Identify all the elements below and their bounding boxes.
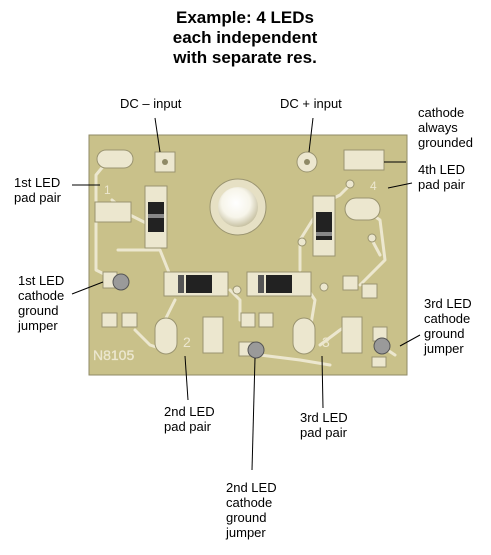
- led4-pad-square: [343, 149, 385, 171]
- led2-ground-jumper: [247, 341, 265, 359]
- led3-ground-jumper: [373, 337, 391, 355]
- label-led2-ground: 2nd LED cathode ground jumper: [226, 480, 277, 540]
- label-cathode-grounded: cathode always grounded: [418, 105, 473, 150]
- part-number: N8105: [93, 347, 134, 363]
- title-line-1: Example: 4 LEDs: [176, 8, 314, 27]
- silk-4: 4: [370, 179, 377, 193]
- resistor-led3: [246, 271, 312, 297]
- label-led1-ground: 1st LED cathode ground jumper: [18, 273, 65, 333]
- resistor-led4: [312, 195, 336, 257]
- label-led1-pad: 1st LED pad pair: [14, 175, 61, 205]
- silk-3: 3: [322, 334, 330, 350]
- led1-ground-jumper: [112, 273, 130, 291]
- silk-1: 1: [104, 183, 111, 197]
- label-led3-pad: 3rd LED pad pair: [300, 410, 348, 440]
- led3-pad-round: [292, 317, 316, 355]
- led4-pad-round: [344, 197, 381, 221]
- title-line-2: each independent: [172, 28, 318, 47]
- label-led3-ground: 3rd LED cathode ground jumper: [424, 296, 472, 356]
- label-led2-pad: 2nd LED pad pair: [164, 404, 215, 434]
- led3-pad-square: [341, 316, 363, 354]
- led1-pad-round: [96, 149, 134, 169]
- resistor-led1: [144, 185, 168, 249]
- leader-lines: [71, 117, 421, 471]
- silk-2: 2: [183, 334, 191, 350]
- title-line-3: with separate res.: [173, 48, 317, 67]
- led2-pad-round: [154, 317, 178, 355]
- led2-pad-square: [202, 316, 224, 354]
- label-dc-minus: DC – input: [120, 96, 182, 111]
- label-led4-pad: 4th LED pad pair: [418, 162, 465, 192]
- resistor-led2: [163, 271, 229, 297]
- led1-pad-square: [94, 201, 132, 223]
- label-dc-plus: DC + input: [280, 96, 342, 111]
- diagram-title: Example: 4 LEDs each independent with se…: [120, 8, 370, 68]
